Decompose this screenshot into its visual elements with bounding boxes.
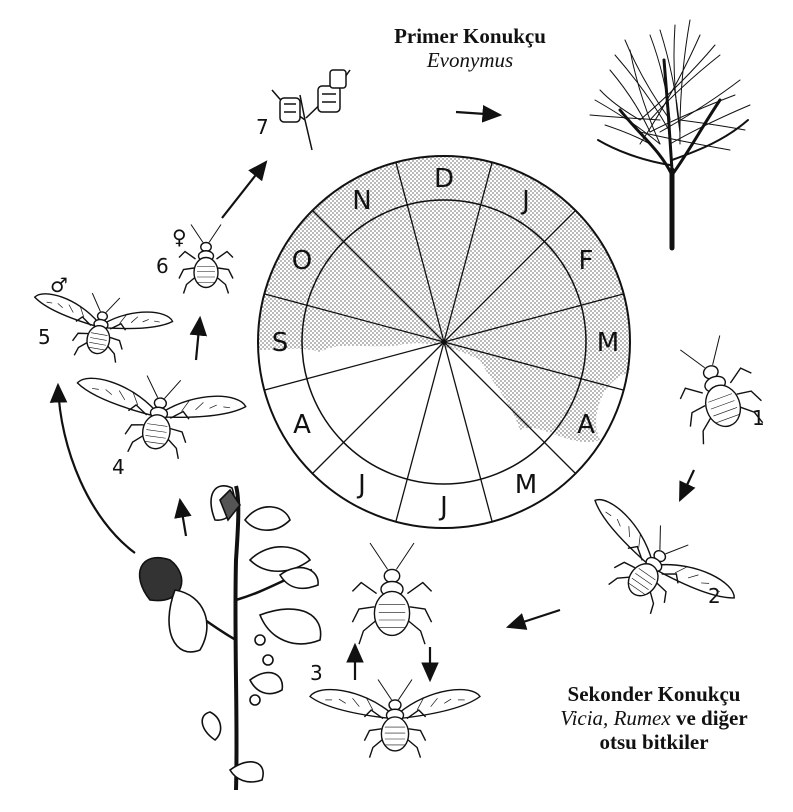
month-label: J — [356, 470, 366, 500]
male-symbol: ♂ — [50, 273, 68, 297]
arrow-2-to-secondary — [508, 610, 560, 627]
arrow-4-to-6 — [196, 318, 200, 360]
secondary-genus-1: Vicia, — [560, 706, 608, 730]
arrow-6-to-7 — [222, 162, 266, 218]
tree-twig — [650, 55, 720, 120]
stage-number-1: 1 — [752, 406, 765, 430]
aphid-winged-stage-4 — [69, 366, 248, 467]
aphid-wingless-secondary — [352, 543, 431, 644]
month-label: J — [438, 492, 448, 522]
stage-number-6: 6 — [156, 254, 169, 278]
month-wheel: D J F M A M J J A S O N — [258, 156, 630, 528]
month-label: D — [434, 164, 454, 194]
secondary-host-caption: Sekonder Konukçu Vicia, Rumex ve diğer o… — [520, 682, 788, 754]
secondary-host-title: Sekonder Konukçu — [520, 682, 788, 706]
stage-number-5: 5 — [38, 325, 51, 349]
secondary-connector: ve diğer — [676, 706, 748, 730]
evonymus-tree-illustration — [590, 20, 750, 248]
primary-host-caption: Primer Konukçu Evonymus — [355, 24, 585, 72]
primary-host-genus: Evonymus — [355, 48, 585, 72]
tree-twig — [615, 55, 670, 132]
bud-eggs-illustration — [272, 70, 350, 150]
stage-number-3: 3 — [310, 661, 323, 685]
aphid-winged-secondary — [310, 680, 480, 758]
aphid-female-stage-6 — [179, 225, 233, 294]
month-label: S — [272, 328, 289, 358]
month-label: M — [515, 470, 537, 500]
arrow-to-tree — [456, 112, 500, 115]
month-divider — [264, 342, 444, 390]
tree-twig — [630, 50, 660, 144]
tree-twig — [595, 100, 660, 144]
month-divider — [396, 342, 444, 522]
arrow-3-to-4 — [180, 500, 186, 536]
aphid-winged-stage-2 — [560, 486, 744, 648]
stage-number-4: 4 — [112, 455, 125, 479]
female-symbol: ♀ — [172, 225, 187, 249]
month-label: J — [520, 186, 530, 216]
arrow-1-to-2 — [680, 470, 694, 500]
month-label: F — [579, 246, 594, 276]
tree-twig — [660, 80, 740, 132]
host-plant-illustration — [140, 486, 321, 790]
secondary-host-genera: Vicia, Rumex ve diğer — [520, 706, 788, 730]
month-divider — [312, 342, 444, 474]
secondary-genus-2: Rumex — [614, 706, 671, 730]
month-label: A — [293, 410, 311, 440]
month-label: M — [597, 328, 619, 358]
month-label: A — [577, 410, 595, 440]
primary-host-title: Primer Konukçu — [355, 24, 585, 48]
month-label: O — [292, 246, 312, 276]
month-divider — [444, 342, 492, 522]
stage-number-7: 7 — [256, 115, 269, 139]
month-label: N — [352, 186, 371, 216]
stage-number-2: 2 — [708, 584, 721, 608]
secondary-host-line3: otsu bitkiler — [520, 730, 788, 754]
